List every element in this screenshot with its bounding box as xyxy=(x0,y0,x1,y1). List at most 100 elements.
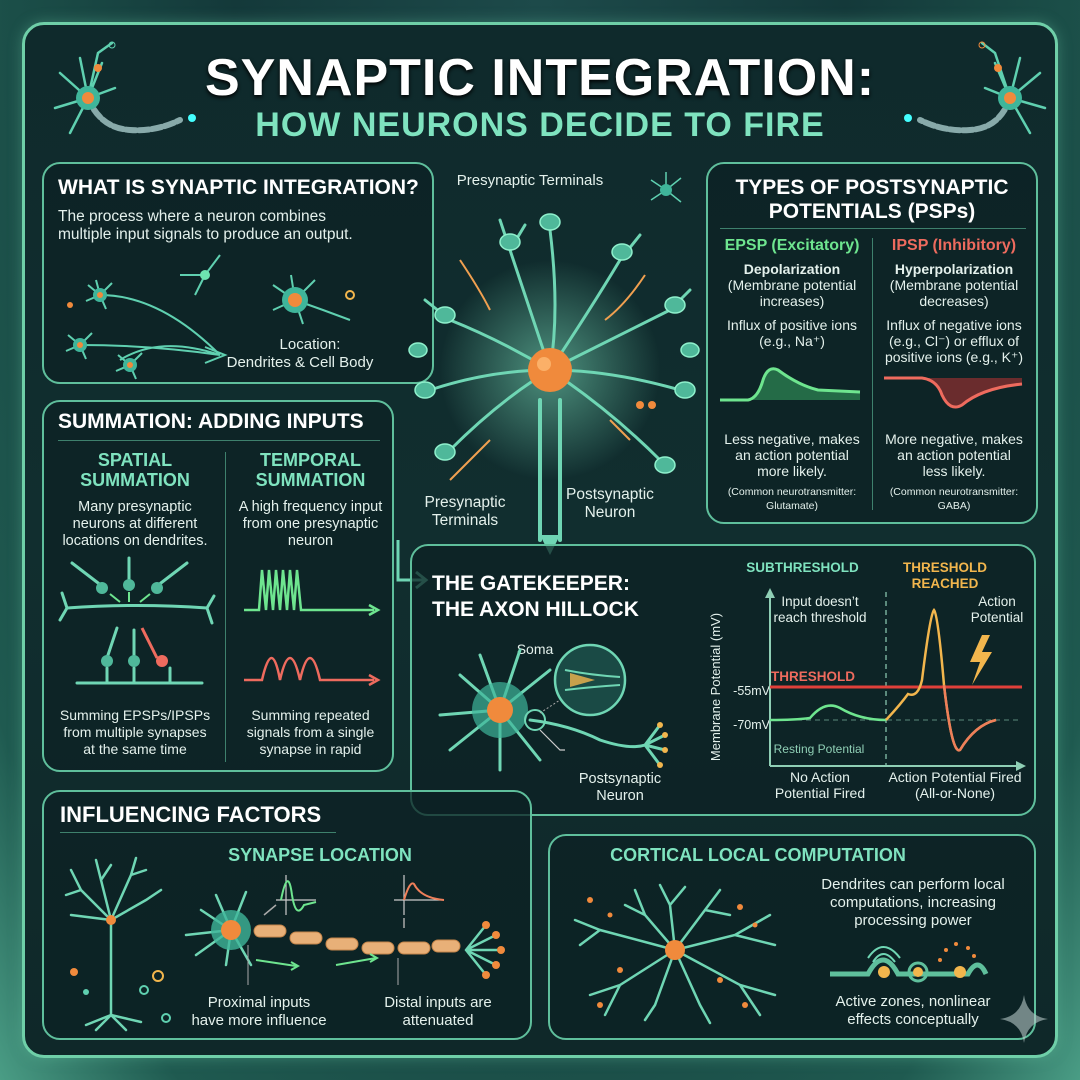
epsp-subtitle: Depolarization xyxy=(743,261,841,277)
ipsp-desc-1: (Membrane potential xyxy=(889,277,1019,293)
influencing-heading: INFLUENCING FACTORS xyxy=(60,802,322,827)
ipsp-ions-1: Influx of negative ions xyxy=(886,317,1022,333)
ipsp-ions-2: (e.g., Cl⁻) or efflux of xyxy=(888,333,1020,349)
sparkle-icon xyxy=(1000,995,1048,1043)
temporal-title-1: TEMPORAL xyxy=(260,450,361,470)
active-zones-illustration xyxy=(830,942,989,983)
ipsp-desc-2: decreases) xyxy=(919,293,989,309)
chart-y-tick-70: -70mV xyxy=(733,718,770,732)
psp-column-divider xyxy=(872,238,873,510)
temporal-foot-1: Summing repeated xyxy=(251,707,370,723)
spatial-foot-1: Summing EPSPs/IPSPs xyxy=(59,707,211,723)
temporal-high-frequency-waveform xyxy=(244,569,381,617)
temporal-foot-2: signals from a single xyxy=(246,724,375,740)
gatekeeper-heading-2: THE AXON HILLOCK xyxy=(432,598,639,621)
panel-what-is xyxy=(42,162,434,384)
location-label: Location: xyxy=(279,336,341,353)
temporal-title-2: SUMMATION xyxy=(255,470,366,490)
epsp-ions-1: Influx of positive ions xyxy=(727,317,857,333)
page-subtitle: HOW NEURONS DECIDE TO FIRE xyxy=(255,106,825,144)
epsp-nt-2: Glutamate) xyxy=(766,500,818,512)
temporal-summed-waveform xyxy=(244,657,381,687)
psp-heading-1: TYPES OF POSTSYNAPTIC xyxy=(735,176,1009,199)
distal-inputs-2: attenuated xyxy=(402,1012,474,1029)
epsp-waveform xyxy=(720,367,861,402)
epsp-nt-1: (Common neurotransmitter: xyxy=(727,486,857,498)
cortical-heading: CORTICAL LOCAL COMPUTATION xyxy=(610,845,906,865)
converging-neurons-illustration xyxy=(65,254,355,380)
epsp-desc-2: increases) xyxy=(759,293,825,309)
spatial-title-1: SPATIAL xyxy=(97,450,173,470)
ipsp-effect-2: an action potential xyxy=(897,447,1011,463)
chart-region-threshold-label-2: REACHED xyxy=(911,576,979,591)
pyramidal-neuron-illustration xyxy=(64,856,171,1032)
chart-y-tick-55: -55mV xyxy=(733,684,770,698)
summation-column-divider xyxy=(225,452,226,762)
epsp-ions-2: (e.g., Na⁺) xyxy=(759,333,825,349)
central-neuron-illustration xyxy=(408,213,700,555)
chart-outcome-subthreshold-1: No Action xyxy=(790,769,850,785)
chart-region-threshold-label-1: THRESHOLD xyxy=(903,560,987,575)
what-is-desc-1: The process where a neuron combines xyxy=(58,208,326,225)
what-is-heading: WHAT IS SYNAPTIC INTEGRATION? xyxy=(58,176,419,199)
ipsp-waveform xyxy=(884,376,1023,409)
soma-label: Soma xyxy=(516,641,554,657)
spatial-desc-3: locations on dendrites. xyxy=(62,533,208,549)
temporal-foot-3: synapse in rapid xyxy=(259,741,362,757)
chart-action-note-2: Potential xyxy=(970,610,1024,625)
ipsp-title: IPSP (Inhibitory) xyxy=(891,237,1017,254)
axon-hillock-neuron-illustration xyxy=(438,643,668,772)
presynaptic-terminals-top-label: Presynaptic Terminals xyxy=(456,172,604,189)
presynaptic-terminals-bottom-label-2: Terminals xyxy=(431,512,499,529)
chart-outcome-fired-2: (All-or-None) xyxy=(914,785,996,801)
postsynaptic-neuron-gk-label-2: Neuron xyxy=(596,788,644,804)
psp-heading-2: POTENTIALS (PSPs) xyxy=(768,200,976,223)
cortical-foot-2: effects conceptually xyxy=(847,1011,979,1028)
page-title: SYNAPTIC INTEGRATION: xyxy=(204,49,876,107)
ipsp-nt-1: (Common neurotransmitter: xyxy=(889,486,1019,498)
proximal-inputs-2: have more influence xyxy=(191,1012,327,1029)
chart-threshold-label: THRESHOLD xyxy=(771,669,855,684)
epsp-effect-3: more likely. xyxy=(757,463,827,479)
temporal-desc-3: neuron xyxy=(287,533,334,549)
gatekeeper-heading-1: THE GATEKEEPER: xyxy=(432,572,630,595)
temporal-desc-1: A high frequency input xyxy=(238,499,383,515)
chart-outcome-subthreshold-2: Potential Fired xyxy=(774,785,866,801)
summation-divider xyxy=(58,440,380,441)
myelinated-axon-illustration xyxy=(184,875,505,985)
what-is-desc-2: multiple input signals to produce an out… xyxy=(58,226,353,243)
postsynaptic-neuron-gk-label-1: Postsynaptic xyxy=(578,771,662,787)
proximal-inputs-1: Proximal inputs xyxy=(207,994,311,1011)
chart-subthreshold-note-2: reach threshold xyxy=(773,610,867,625)
chart-action-note-1: Action xyxy=(978,594,1016,609)
influencing-divider xyxy=(60,832,336,833)
cortical-desc-3: processing power xyxy=(854,912,972,929)
ipsp-effect-3: less likely. xyxy=(922,463,986,479)
spatial-title-2: SUMMATION xyxy=(80,470,190,490)
small-neuron-icon xyxy=(650,172,682,203)
spatial-desc-1: Many presynaptic xyxy=(78,499,192,515)
chart-resting-label: Resting Potential xyxy=(773,742,865,756)
spatial-summation-illustration xyxy=(58,556,216,685)
panel-influencing-factors xyxy=(42,790,532,1040)
spatial-foot-2: from multiple synapses xyxy=(63,724,207,740)
cortical-neuron-illustration xyxy=(573,883,777,1025)
membrane-potential-chart xyxy=(765,588,1026,771)
cortical-foot-1: Active zones, nonlinear xyxy=(835,993,991,1010)
synapse-location-title: SYNAPSE LOCATION xyxy=(228,845,412,865)
psp-divider xyxy=(720,228,1026,229)
neuron-icon-left xyxy=(53,41,196,135)
epsp-effect-1: Less negative, makes xyxy=(724,431,860,447)
presynaptic-terminals-bottom-label-1: Presynaptic xyxy=(424,494,506,511)
postsynaptic-neuron-label-1: Postsynaptic xyxy=(566,486,654,503)
chart-region-subthreshold-label: SUBTHRESHOLD xyxy=(746,560,859,575)
spatial-foot-3: at the same time xyxy=(83,741,187,757)
ipsp-subtitle: Hyperpolarization xyxy=(894,261,1014,277)
neuron-icon-right xyxy=(904,41,1047,135)
temporal-desc-2: from one presynaptic xyxy=(242,516,379,532)
distal-inputs-1: Distal inputs are xyxy=(384,994,492,1011)
ipsp-nt-2: GABA) xyxy=(937,500,971,512)
ipsp-ions-3: positive ions (e.g., K⁺) xyxy=(884,349,1024,365)
location-value: Dendrites & Cell Body xyxy=(226,354,374,371)
epsp-title: EPSP (Excitatory) xyxy=(724,237,860,254)
